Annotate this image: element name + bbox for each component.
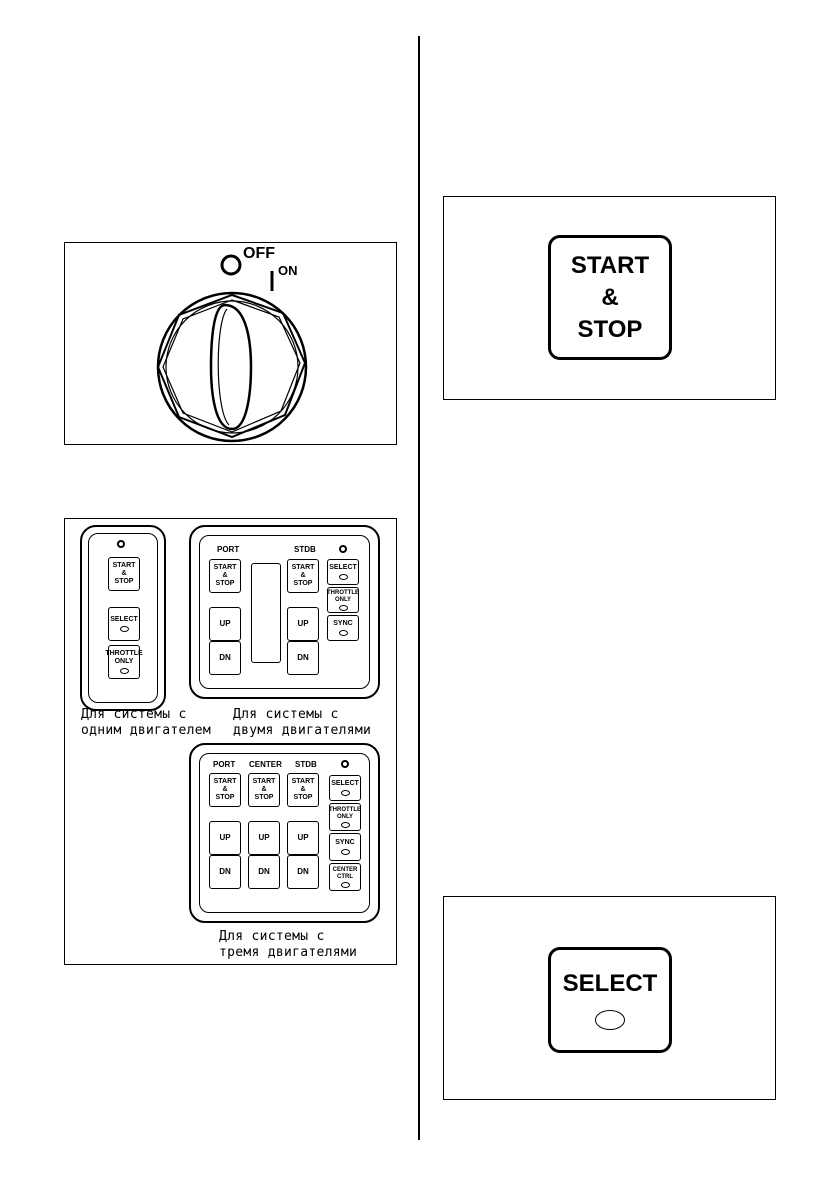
off-label: OFF: [243, 245, 275, 262]
ampersand-label: &: [601, 283, 619, 311]
indicator-light-icon: [339, 545, 347, 553]
center-label: CENTER: [249, 760, 282, 769]
ignition-knob-icon: [156, 254, 308, 443]
led-icon: [338, 630, 348, 636]
led-icon: [340, 849, 350, 855]
triple-engine-caption: Для системы с тремя двигателями: [219, 929, 358, 960]
triple-engine-panel: PORT CENTER STDB START & STOP START & ST…: [189, 743, 380, 923]
stdb-up-button[interactable]: UP: [287, 607, 319, 641]
port-dn-button[interactable]: DN: [209, 641, 241, 675]
center-ctrl-button[interactable]: CENTER CTRL: [329, 863, 361, 891]
led-icon: [340, 881, 350, 888]
led-icon: [338, 604, 348, 611]
led-icon: [119, 626, 129, 632]
port-start-stop-button[interactable]: START & STOP: [209, 773, 241, 807]
start-stop-button[interactable]: START & STOP: [108, 557, 140, 591]
led-icon: [119, 668, 129, 674]
center-start-stop-button[interactable]: START & STOP: [248, 773, 280, 807]
start-stop-figure: START & STOP: [443, 196, 776, 400]
port-dn-button[interactable]: DN: [209, 855, 241, 889]
select-label: SELECT: [562, 970, 658, 997]
indicator-light-icon: [341, 760, 349, 768]
throttle-only-button[interactable]: THROTTLE ONLY: [105, 645, 143, 679]
twin-engine-panel: PORT STDB START & STOP START & STOP UP D…: [189, 525, 380, 699]
stdb-label: STDB: [295, 760, 317, 769]
column-divider: [418, 36, 420, 1140]
stdb-start-stop-button[interactable]: START & STOP: [287, 559, 319, 593]
on-label: ON: [278, 263, 298, 278]
single-engine-panel: START & STOP SELECT THROTTLE ONLY: [80, 525, 166, 711]
led-icon: [338, 574, 348, 580]
twin-engine-caption: Для системы с двумя двигателями: [233, 707, 372, 738]
select-button[interactable]: SELECT: [548, 947, 672, 1053]
select-led-icon: [595, 1010, 625, 1030]
port-label: PORT: [213, 760, 236, 769]
throttle-only-button[interactable]: THROTTLE ONLY: [327, 587, 359, 613]
sync-button[interactable]: SYNC: [327, 615, 359, 641]
stdb-dn-button[interactable]: DN: [287, 641, 319, 675]
stop-label: STOP: [577, 315, 643, 343]
port-start-stop-button[interactable]: START & STOP: [209, 559, 241, 593]
led-icon: [340, 790, 350, 796]
start-label: START: [570, 251, 650, 279]
select-figure: SELECT: [443, 896, 776, 1100]
port-up-button[interactable]: UP: [209, 607, 241, 641]
select-button[interactable]: SELECT: [108, 607, 140, 641]
center-up-button[interactable]: UP: [248, 821, 280, 855]
single-engine-caption: Для системы с одним двигателем: [81, 707, 212, 738]
stdb-up-button[interactable]: UP: [287, 821, 319, 855]
stdb-label: STDB: [294, 545, 316, 554]
led-icon: [340, 821, 350, 828]
select-button[interactable]: SELECT: [329, 775, 361, 801]
port-label: PORT: [217, 545, 240, 554]
control-panels-figure: START & STOP SELECT THROTTLE ONLY PORT S…: [64, 518, 397, 965]
stdb-dn-button[interactable]: DN: [287, 855, 319, 889]
port-up-button[interactable]: UP: [209, 821, 241, 855]
stdb-start-stop-button[interactable]: START & STOP: [287, 773, 319, 807]
center-dn-button[interactable]: DN: [248, 855, 280, 889]
start-stop-button[interactable]: START & STOP: [548, 235, 672, 360]
sync-button[interactable]: SYNC: [329, 833, 361, 861]
ignition-switch-figure: OFF ON: [64, 242, 397, 445]
indicator-light-icon: [117, 540, 125, 548]
throttle-only-button[interactable]: THROTTLE ONLY: [329, 803, 361, 831]
select-button[interactable]: SELECT: [327, 559, 359, 585]
center-display: [251, 563, 281, 663]
